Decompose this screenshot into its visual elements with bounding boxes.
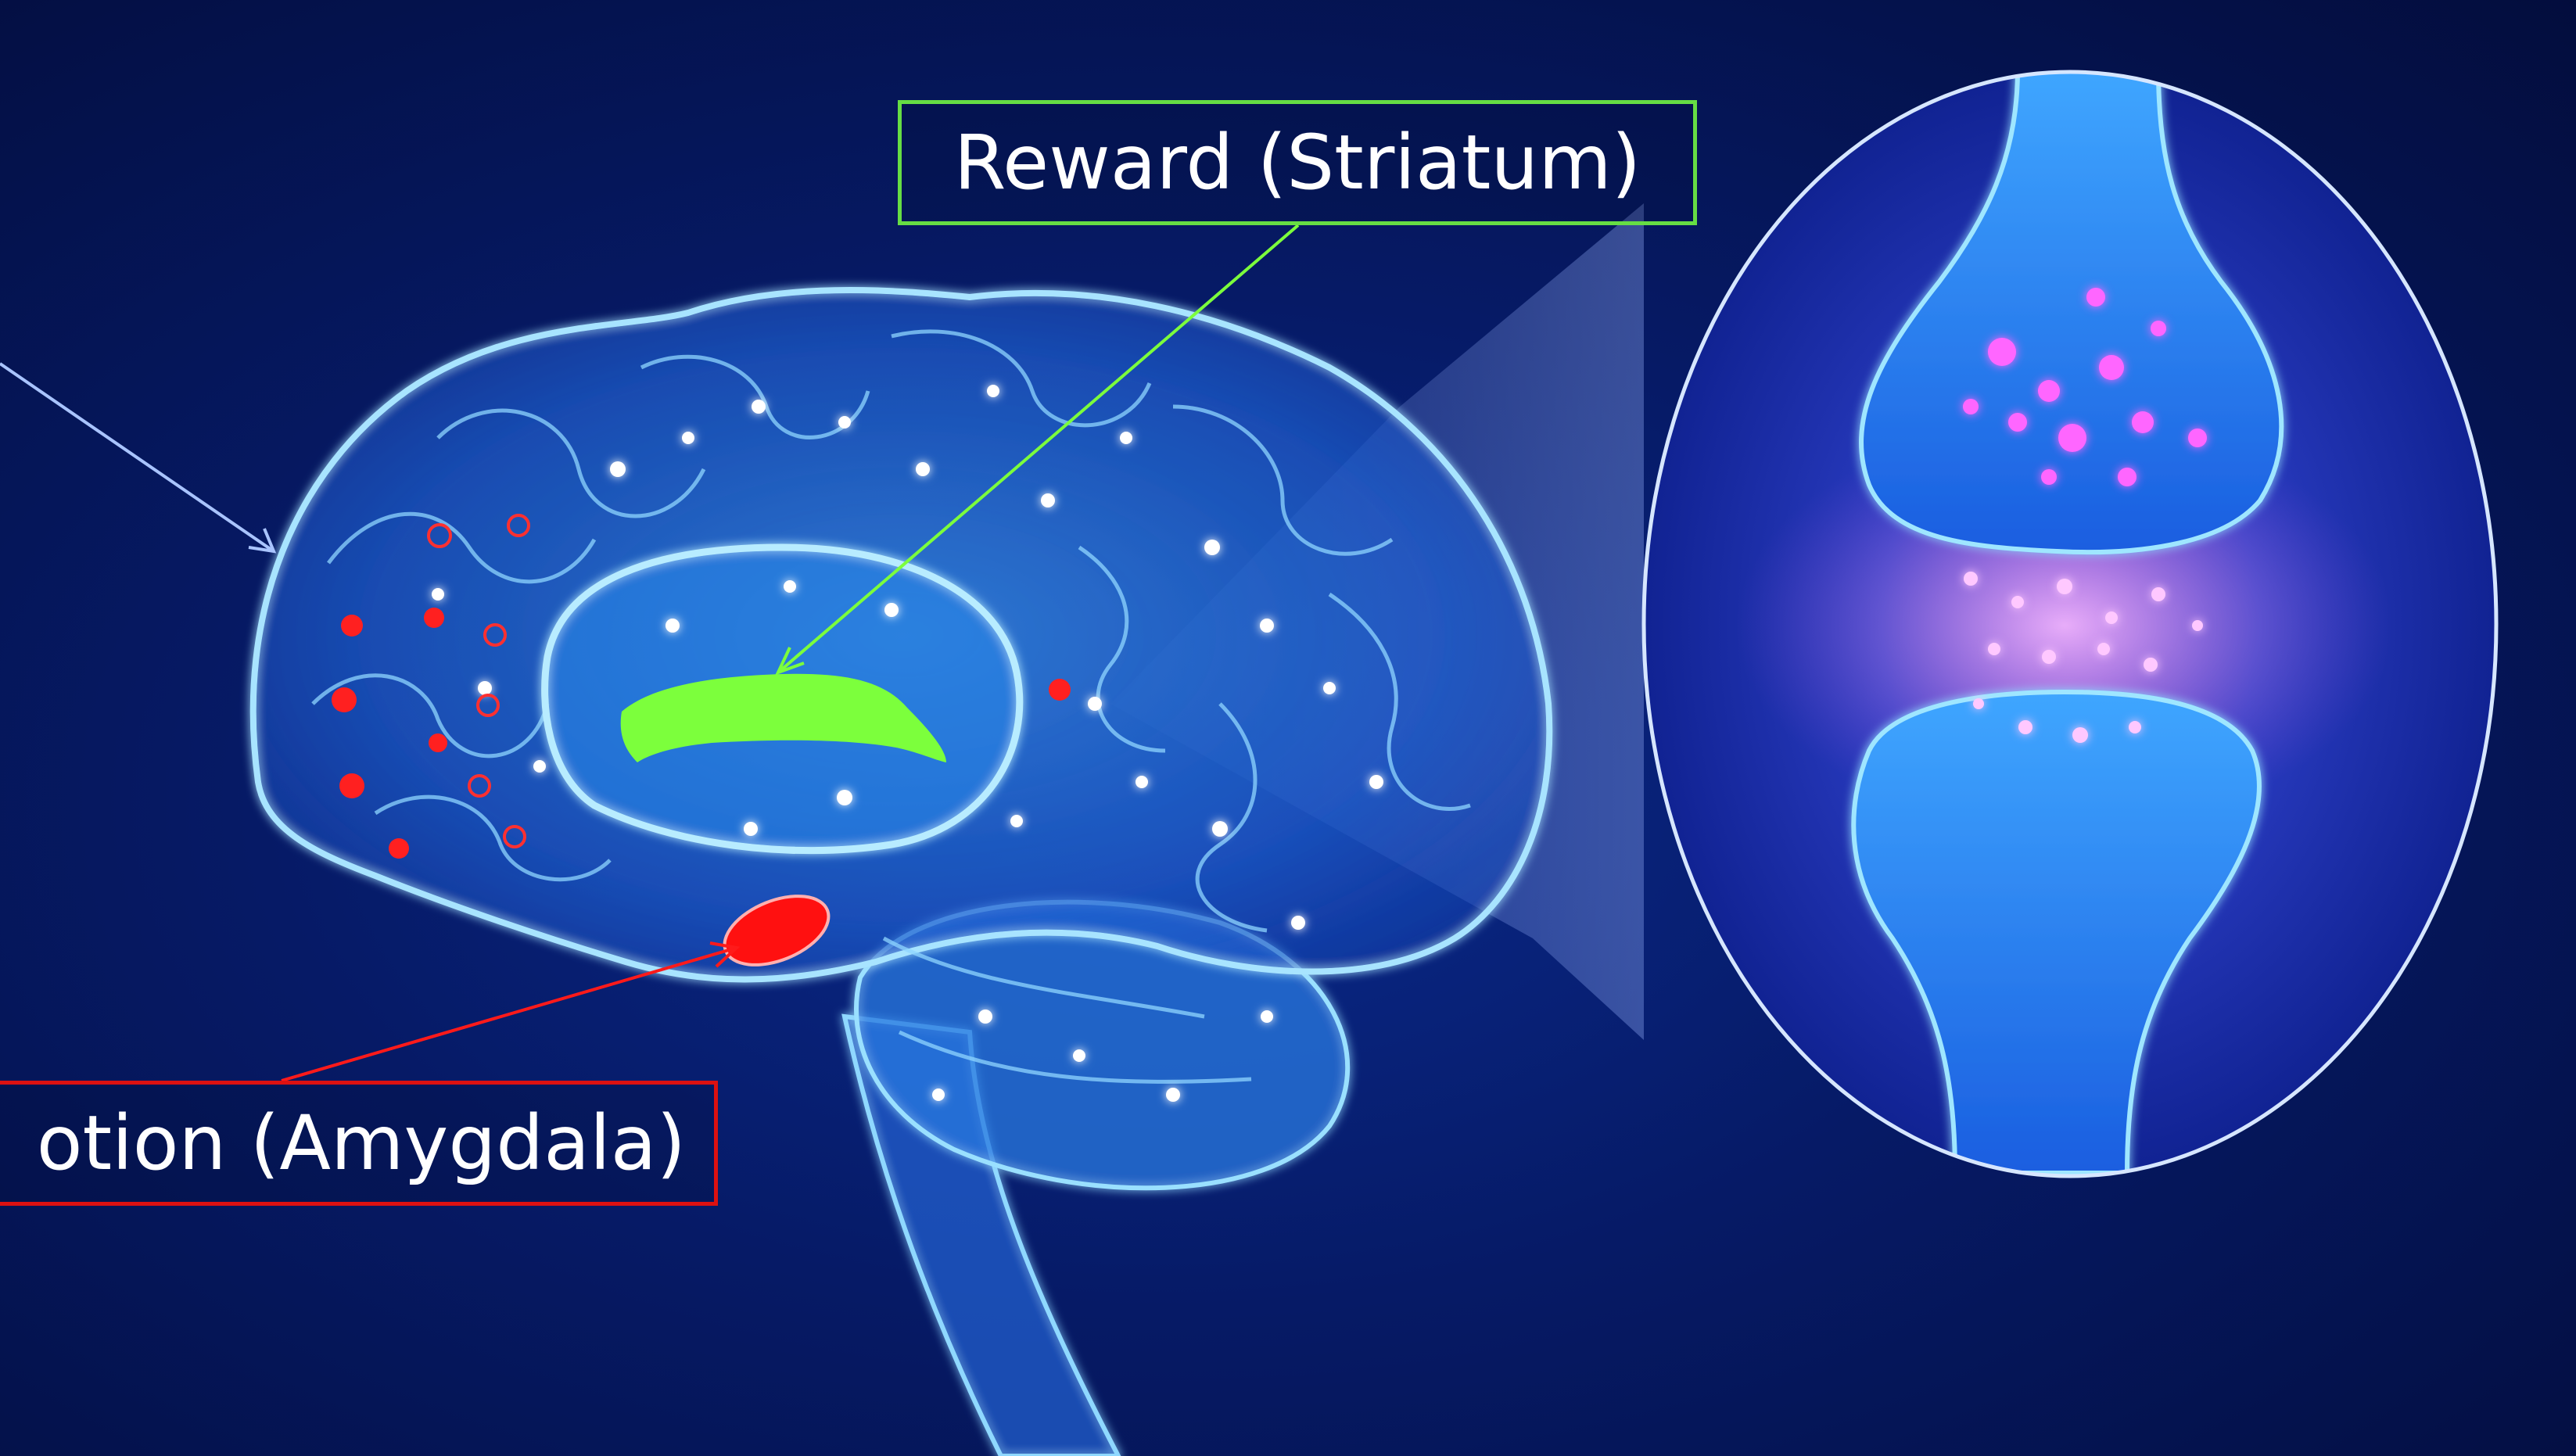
synapse-illustration [1644, 70, 2496, 1176]
pointer-arrow [0, 364, 274, 551]
emotion-amygdala-label: otion (Amygdala) [0, 1081, 718, 1206]
emotion-label-text: otion (Amygdala) [37, 1106, 686, 1181]
reward-label-text: Reward (Striatum) [954, 125, 1641, 200]
reward-striatum-label: Reward (Striatum) [898, 100, 1697, 225]
